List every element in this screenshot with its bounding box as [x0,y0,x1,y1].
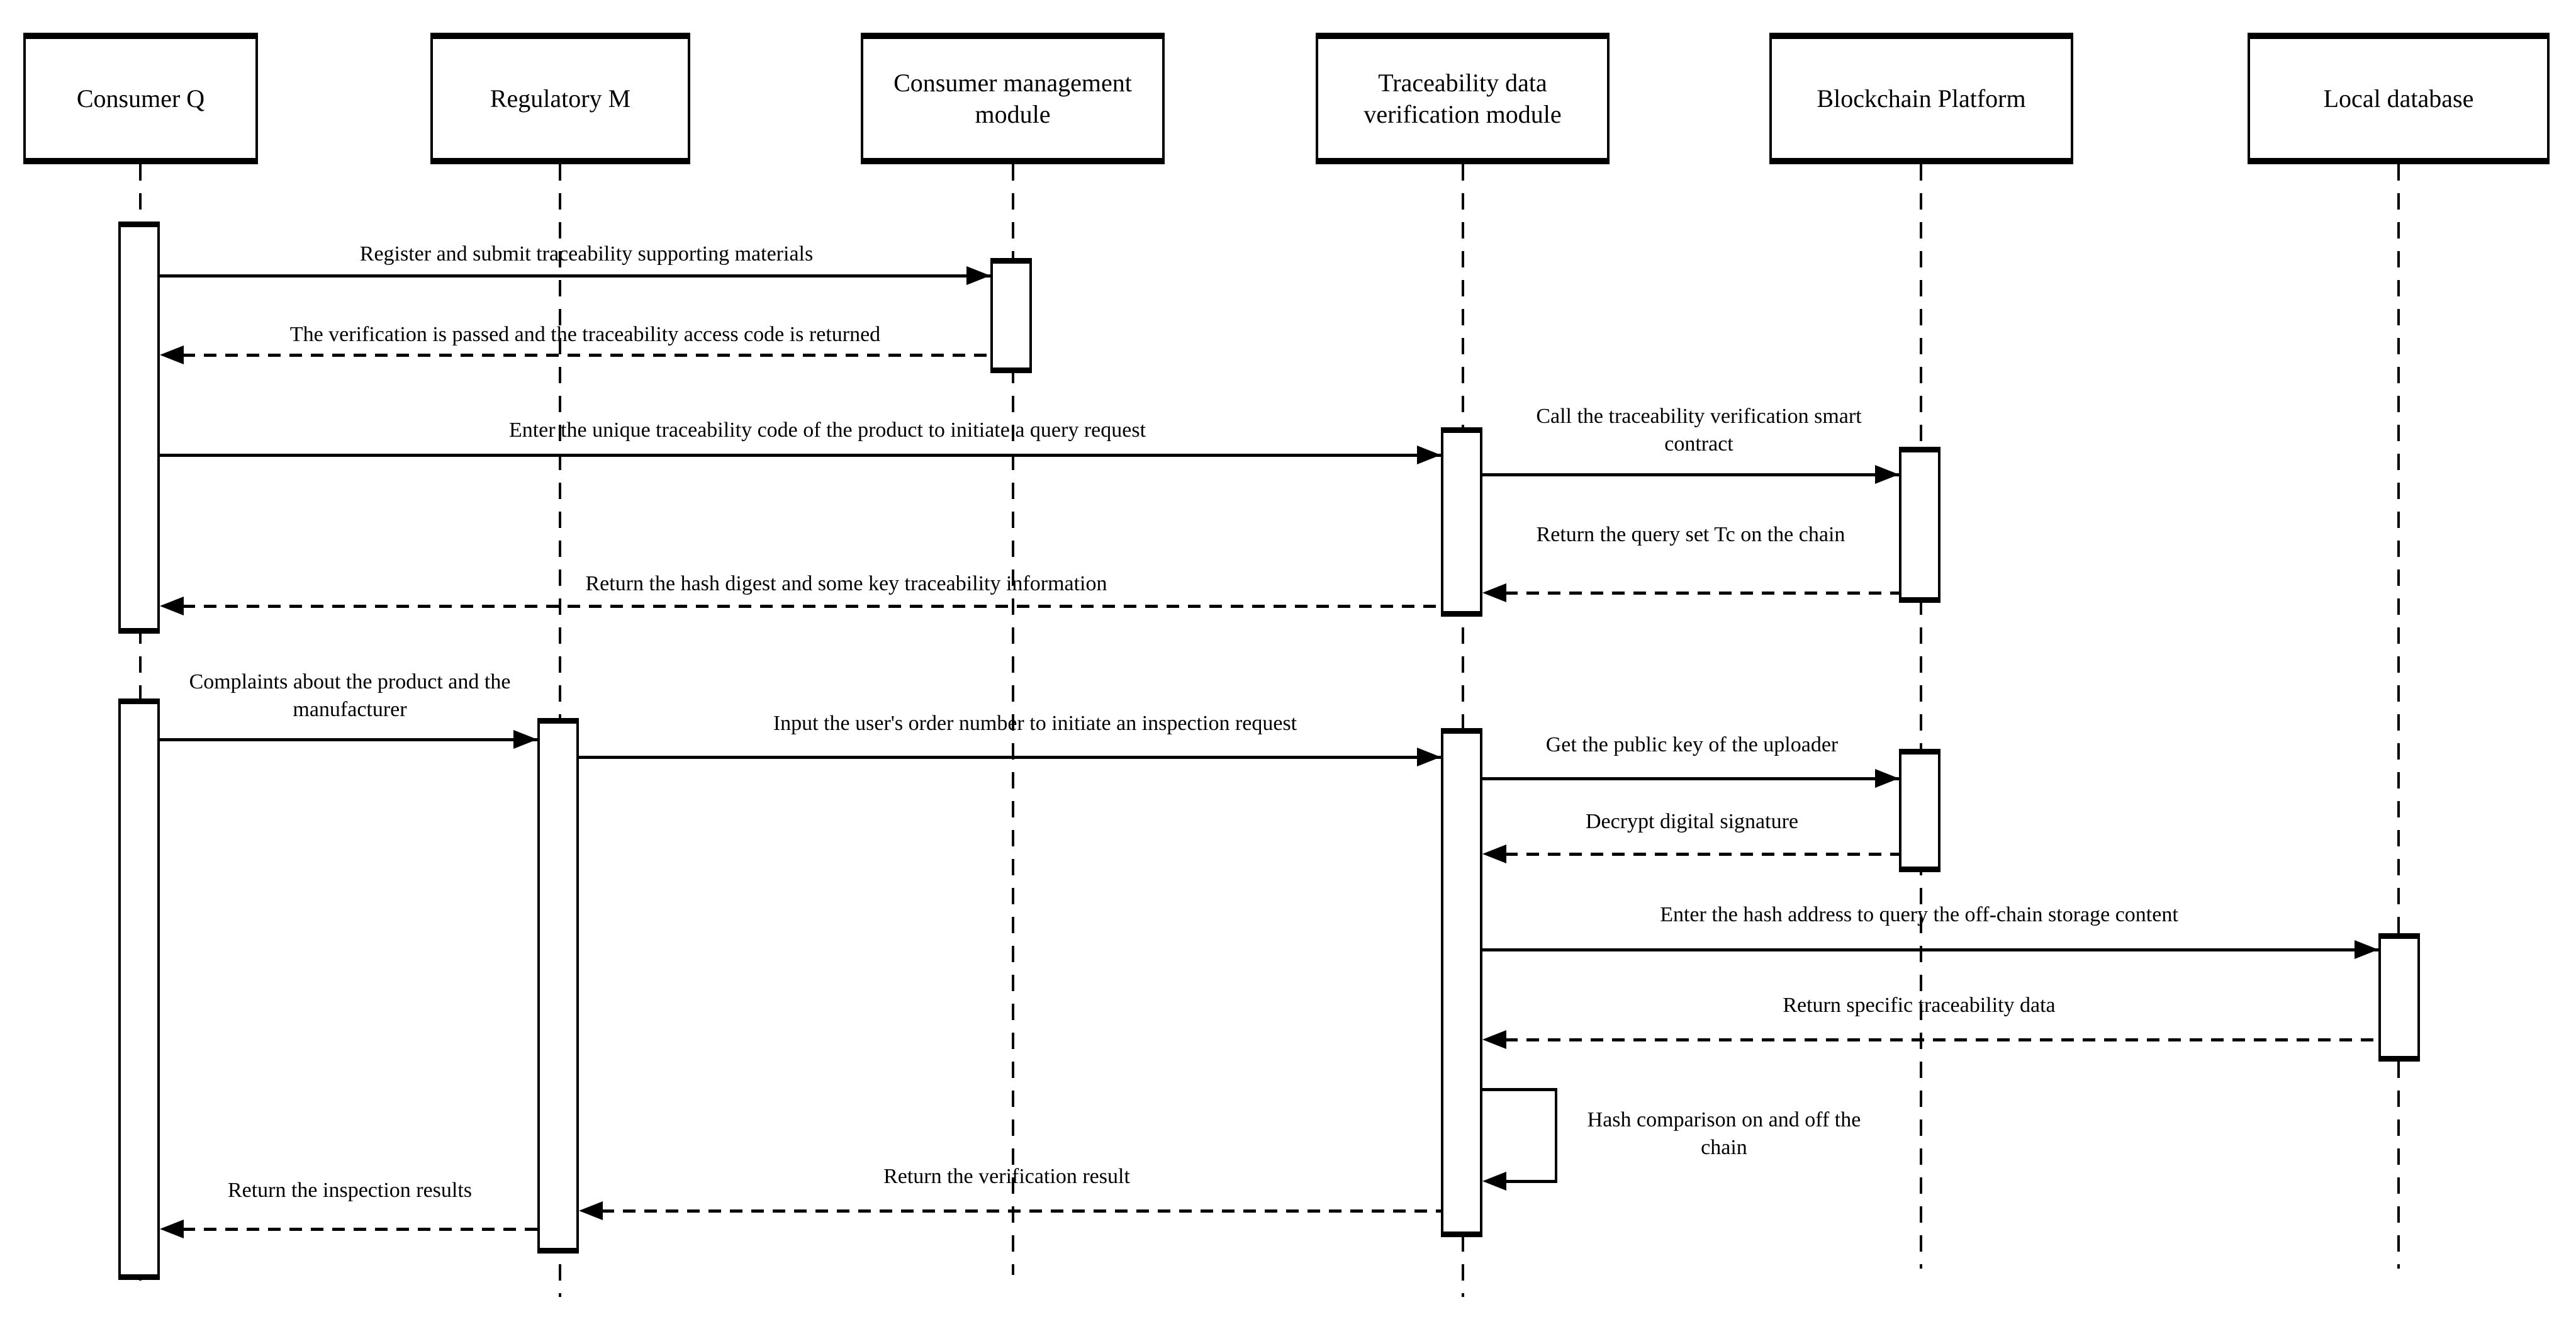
message-label-12: Hash comparison on and off the chain [1587,1108,1861,1160]
message-arrowhead-6 [513,730,537,749]
message-label-11: Return specific traceability data [1783,994,2056,1017]
lifeline-local-database [2397,164,2400,1269]
message-label-0: Register and submit traceability support… [359,242,814,266]
activation-traceability-module-2 [1441,728,1482,1237]
activation-blockchain-platform-1 [1899,447,1940,603]
message-label-6: Complaints about the product and the man… [189,670,511,722]
message-line-4 [1505,592,1899,595]
actor-blockchain-platform: Blockchain Platform [1769,33,2073,164]
message-arrowhead-9 [1482,844,1506,863]
message-arrowhead-14 [160,1220,184,1238]
message-line-2 [160,454,1441,457]
message-label-10: Enter the hash address to query the off-… [1660,903,2178,926]
message-line-5 [182,605,1441,608]
activation-regulatory-m [537,718,579,1254]
activation-blockchain-platform-2 [1899,749,1940,872]
message-label-4: Return the query set Tc on the chain [1536,523,1845,546]
actor-label: Consumer management module [893,68,1132,128]
message-arrowhead-4 [1482,583,1506,602]
message-line-0 [160,274,990,278]
actor-consumer-q: Consumer Q [23,33,258,164]
message-line-1 [182,354,990,357]
actor-local-database: Local database [2248,33,2550,164]
message-label-3: Call the traceability verification smart… [1536,405,1862,456]
activation-consumer-management-module [990,258,1032,373]
actor-label: Traceability data verification module [1364,68,1562,128]
message-line-13 [602,1209,1441,1213]
message-line-6 [160,738,537,741]
message-arrowhead-11 [1482,1030,1506,1049]
message-arrowhead-13 [579,1201,603,1220]
actor-traceability-module: Traceability data verification module [1316,33,1610,164]
actor-regulatory-m: Regulatory M [430,33,690,164]
actor-consumer-management-module: Consumer management module [861,33,1165,164]
activation-consumer-q-1 [118,222,160,634]
lifeline-consumer-management-module [1012,164,1014,1275]
message-label-9: Decrypt digital signature [1585,810,1798,833]
message-line-11 [1505,1038,2378,1041]
actor-label: Local database [2323,84,2474,113]
actor-label: Regulatory M [490,84,631,113]
message-arrowhead-2 [1417,446,1441,464]
message-line-3 [1482,473,1899,476]
message-arrowhead-5 [160,597,184,615]
message-label-7: Input the user's order number to initiat… [773,712,1297,735]
activation-consumer-q-2 [118,698,160,1280]
self-message-bottom-line [1505,1180,1557,1183]
message-arrowhead-3 [1875,465,1899,484]
self-message-vertical-line [1555,1088,1557,1182]
actor-label: Consumer Q [76,84,205,113]
message-label-14: Return the inspection results [227,1179,473,1202]
message-label-8: Get the public key of the uploader [1545,733,1839,756]
message-line-10 [1482,948,2378,951]
activation-local-database [2378,933,2420,1062]
actor-label: Blockchain Platform [1817,84,2026,113]
message-line-14 [182,1228,537,1231]
message-label-2: Enter the unique traceability code of th… [508,418,1146,442]
message-line-9 [1505,853,1899,856]
self-message-top-line [1482,1088,1557,1091]
lifeline-blockchain-platform [1920,164,1922,1269]
message-arrowhead-8 [1875,769,1899,788]
message-label-1: The verification is passed and the trace… [289,323,881,346]
message-label-5: Return the hash digest and some key trac… [585,572,1107,595]
message-line-8 [1482,777,1899,780]
message-arrowhead-0 [966,266,990,285]
self-message-arrowhead [1482,1172,1506,1191]
message-line-7 [579,756,1441,759]
message-label-13: Return the verification result [883,1165,1130,1188]
message-arrowhead-10 [2355,940,2378,959]
message-arrowhead-1 [160,345,184,364]
activation-traceability-module-1 [1441,427,1482,617]
message-arrowhead-7 [1417,748,1441,766]
